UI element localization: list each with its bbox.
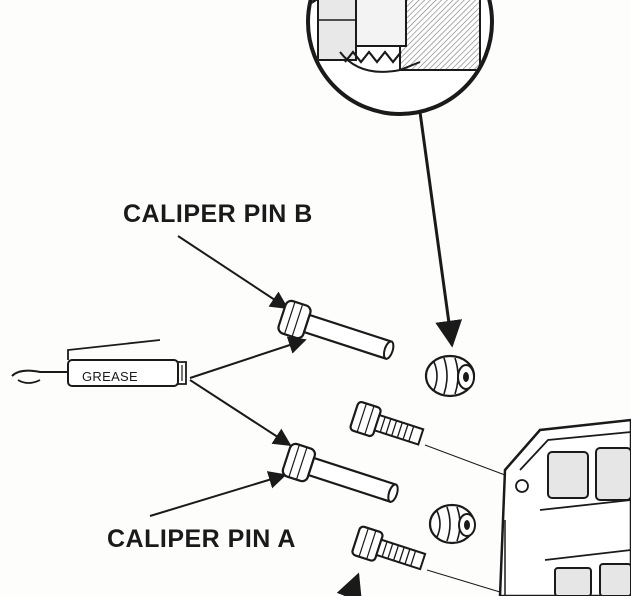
lower-pin-boot-part bbox=[428, 503, 476, 545]
grease-tube-icon bbox=[11, 339, 187, 387]
caliper-pin-b-label: CALIPER PIN B bbox=[123, 200, 313, 228]
grease-arrow-to-pin-b bbox=[189, 336, 307, 379]
upper-mounting-bolt-part bbox=[349, 400, 425, 446]
upper-pin-boot-part bbox=[424, 354, 476, 398]
grease-arrow-to-pin-a bbox=[189, 379, 292, 446]
pin-b-leader-arrow bbox=[177, 235, 289, 309]
grease-label: GREASE bbox=[82, 369, 138, 384]
upper-bolt-axis-line bbox=[424, 444, 506, 476]
lower-mounting-bolt-part bbox=[351, 525, 427, 571]
lower-bolt-arrow bbox=[336, 572, 362, 596]
caliper-pin-b-part bbox=[277, 299, 395, 361]
caliper-bracket-part bbox=[498, 418, 631, 596]
caliper-pin-a-label: CALIPER PIN A bbox=[107, 525, 296, 553]
pin-a-leader-arrow bbox=[149, 471, 287, 517]
detail-magnifier bbox=[306, 0, 494, 116]
caliper-pin-a-part bbox=[281, 442, 399, 504]
lower-bolt-axis-line bbox=[426, 569, 501, 593]
detail-arrow bbox=[418, 111, 463, 348]
